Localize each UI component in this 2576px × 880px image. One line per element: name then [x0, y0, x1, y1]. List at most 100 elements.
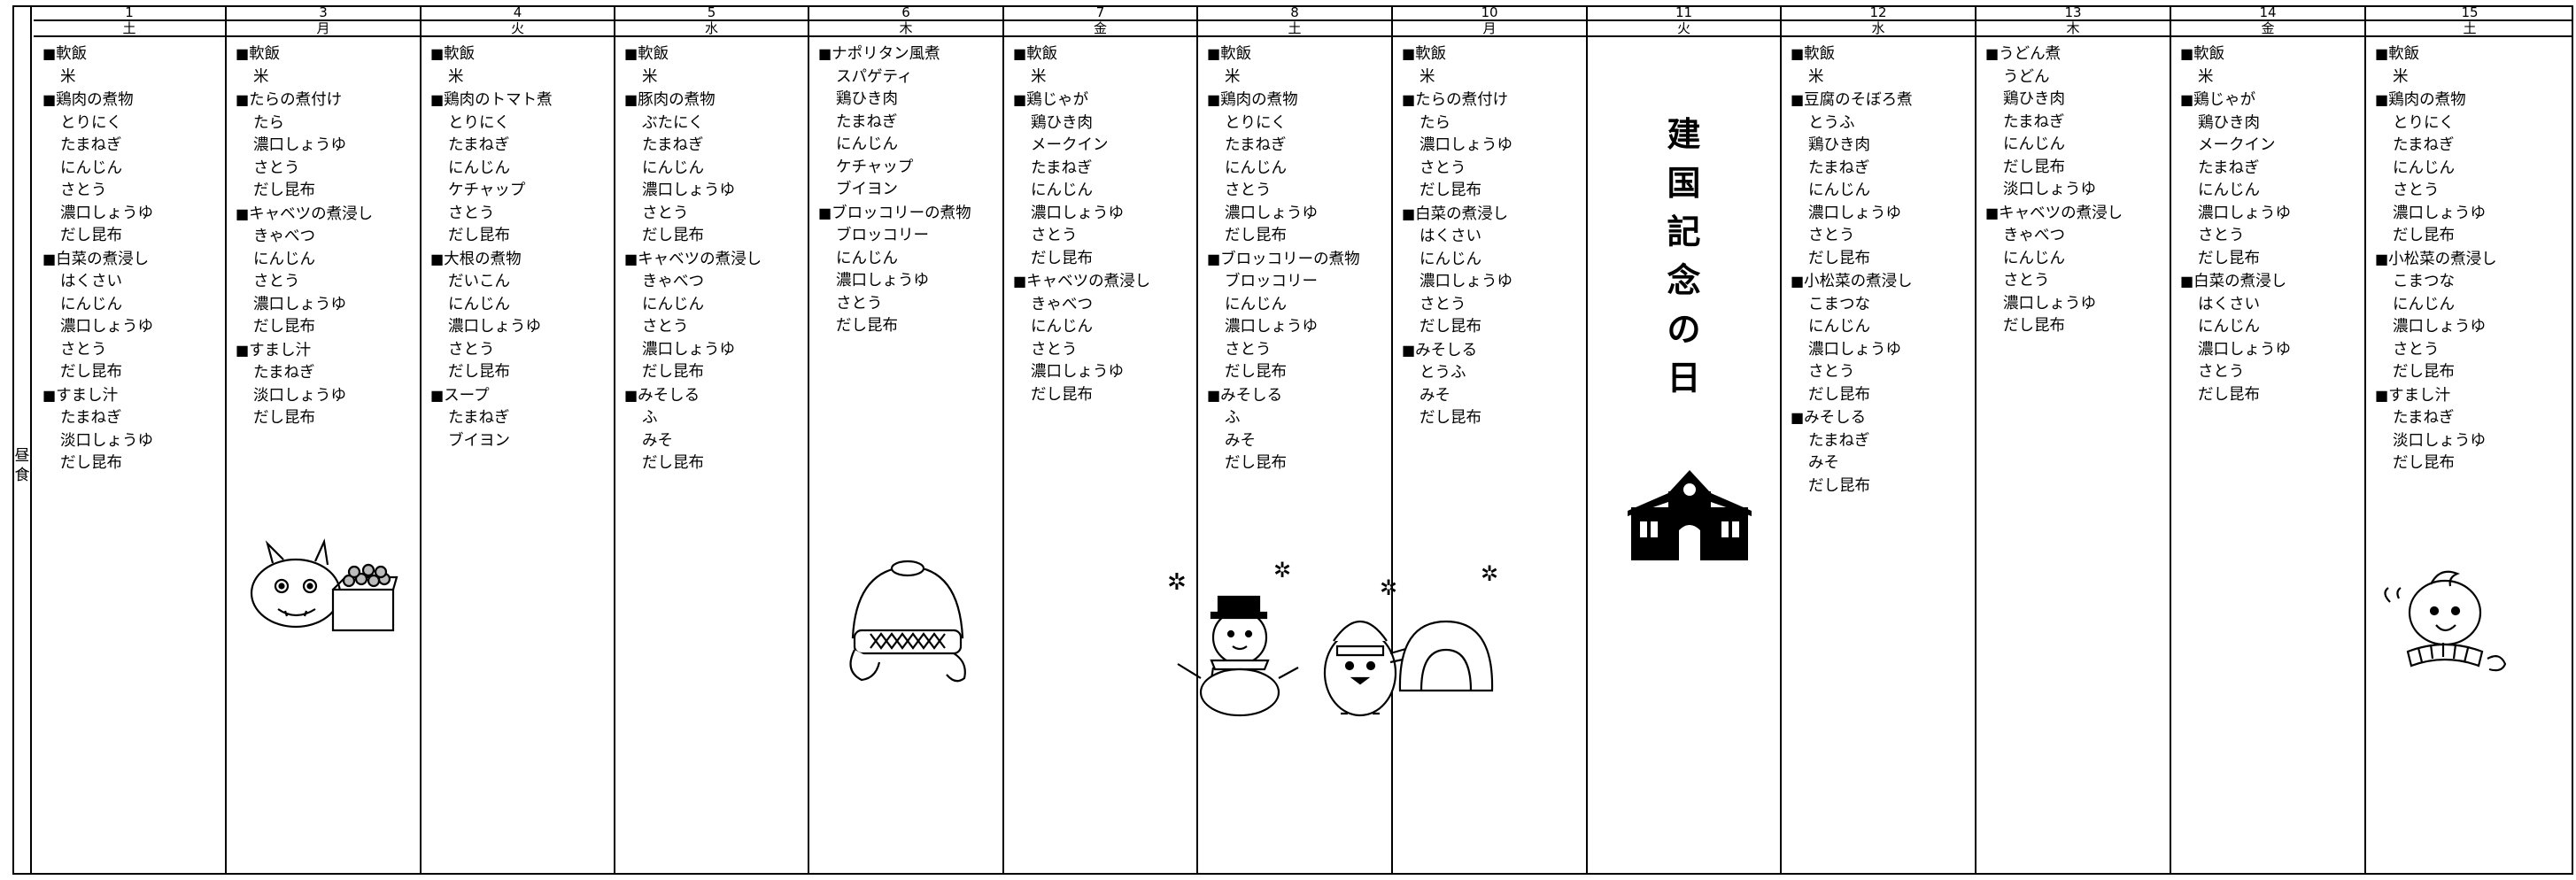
dish-label: 軟飯 — [2193, 45, 2225, 63]
date-number: 12 — [1782, 5, 1975, 21]
ingredient-label: だし昆布 — [642, 454, 704, 472]
ingredient-label: たまねぎ — [642, 136, 704, 154]
ingredient: とりにく — [2375, 112, 2573, 135]
dish-name: 白菜の煮浸し — [2180, 270, 2364, 294]
ingredient: 濃口しょうゆ — [2375, 203, 2573, 226]
ingredient: 鶏ひき肉 — [2180, 112, 2364, 135]
ingredient: 濃口しょうゆ — [624, 180, 808, 203]
ingredient: 鶏ひき肉 — [1791, 135, 1975, 158]
dish-label: 軟飯 — [249, 45, 281, 63]
ingredient-label: だし昆布 — [2393, 363, 2455, 381]
weekday: 土 — [2366, 21, 2573, 37]
dish-label: 鶏じゃが — [1026, 91, 1089, 109]
ingredient-label: さとう — [1031, 340, 1078, 359]
ingredient: 濃口しょうゆ — [818, 270, 1002, 293]
ingredient-label: 淡口しょうゆ — [253, 386, 346, 405]
weekday: 土 — [1198, 21, 1391, 37]
ingredient-label: 濃口しょうゆ — [642, 181, 735, 199]
ingredient: 濃口しょうゆ — [236, 294, 420, 317]
ingredient: 米 — [2180, 66, 2364, 89]
ingredient-label: たまねぎ — [2003, 112, 2065, 131]
ingredient: だし昆布 — [1791, 384, 1975, 407]
ingredient: だし昆布 — [2180, 248, 2364, 271]
dish-label: たらの煮付け — [1415, 91, 1509, 109]
ingredient: だし昆布 — [2375, 225, 2573, 248]
ingredient: 米 — [1013, 66, 1196, 89]
ingredient-label: だし昆布 — [253, 318, 315, 336]
ingredient-label: だし昆布 — [642, 363, 704, 381]
dish-name: 軟飯 — [430, 42, 614, 66]
school-building-icon — [1628, 470, 1752, 560]
ingredient: にんじん — [1791, 316, 1975, 339]
weekday: 土 — [34, 21, 225, 37]
ingredient: たまねぎ — [430, 135, 614, 158]
dish-label: みそしる — [1415, 341, 1478, 359]
ingredient: さとう — [1985, 270, 2170, 293]
ingredient-label: にんじん — [1808, 318, 1870, 336]
dish-name: 鶏じゃが — [1013, 89, 1196, 112]
dish-label: みそしる — [638, 386, 700, 405]
dish-name: ブロッコリーの煮物 — [1207, 248, 1391, 272]
ingredient: とうふ — [1402, 362, 1586, 385]
ingredient: にんじん — [1985, 134, 2170, 157]
ingredient-label: 濃口しょうゆ — [448, 318, 541, 336]
ingredient: ブイヨン — [818, 179, 1002, 202]
ingredient-label: だし昆布 — [60, 454, 122, 472]
ingredient-label: だし昆布 — [253, 409, 315, 427]
ingredient-label: 米 — [2198, 67, 2214, 86]
ingredient-label: とりにく — [2393, 113, 2455, 132]
ingredient-label: たら — [253, 113, 284, 132]
day-column: 13木うどん煮うどん鶏ひき肉たまねぎにんじんだし昆布淡口しょうゆキャベツの煮浸し… — [1976, 5, 2171, 875]
ingredient-label: メークイン — [1031, 136, 1109, 154]
ingredient-label: だし昆布 — [1225, 227, 1287, 244]
dish-label: すまし汁 — [2388, 386, 2451, 405]
ingredient-label: だし昆布 — [2198, 249, 2260, 267]
ingredient: にんじん — [2375, 294, 2573, 317]
knit-hat-illustration — [849, 560, 966, 683]
menu-list: 軟飯米たらの煮付けたら濃口しょうゆさとうだし昆布白菜の煮浸しはくさいにんじん濃口… — [1393, 37, 1586, 430]
dish-name: ブロッコリーの煮物 — [818, 202, 1002, 226]
ingredient: メークイン — [1013, 135, 1196, 158]
ingredient-label: だし昆布 — [1808, 249, 1870, 267]
ingredient-label: ブイヨン — [836, 181, 898, 198]
ingredient: さとう — [430, 203, 614, 226]
date-number: 5 — [615, 5, 808, 21]
ingredient-label: ブロッコリー — [836, 227, 929, 244]
date-number: 15 — [2366, 5, 2573, 21]
ingredient: さとう — [43, 339, 225, 362]
ingredient: 濃口しょうゆ — [1013, 203, 1196, 226]
weekday: 金 — [1004, 21, 1196, 37]
dish-name: たらの煮付け — [236, 89, 420, 112]
ingredient: だし昆布 — [1985, 157, 2170, 180]
ingredient: みそ — [1402, 385, 1586, 408]
dish-label: 軟飯 — [1804, 45, 1836, 63]
ingredient-label: こまつな — [2393, 273, 2455, 290]
menu-list: ナポリタン風煮スパゲティ鶏ひき肉たまねぎにんじんケチャップブイヨンブロッコリーの… — [809, 37, 1002, 338]
dish-label: 鶏肉の煮物 — [56, 91, 134, 109]
dish-name: 鶏肉の煮物 — [1207, 89, 1391, 112]
ingredient-label: とうふ — [1420, 364, 1466, 382]
ingredient-label: たまねぎ — [1808, 431, 1870, 450]
ingredient: にんじん — [430, 294, 614, 317]
date-number: 14 — [2171, 5, 2364, 21]
ingredient-label: たまねぎ — [1031, 158, 1093, 177]
ingredient-label: きゃべつ — [253, 228, 315, 245]
ingredient: さとう — [2375, 180, 2573, 203]
ingredient-label: たまねぎ — [60, 136, 122, 154]
svg-text:✲: ✲ — [1273, 558, 1291, 583]
weekday: 月 — [227, 21, 420, 37]
ingredient-label: うどん — [2003, 67, 2050, 86]
ingredient: きゃべつ — [1013, 294, 1196, 317]
svg-text:✲: ✲ — [1481, 561, 1498, 586]
dish-name: 豆腐のそぼろ煮 — [1791, 89, 1975, 112]
ingredient: にんじん — [430, 158, 614, 181]
dish-label: 軟飯 — [1026, 45, 1058, 63]
weekday: 水 — [615, 21, 808, 37]
ingredient: だし昆布 — [1791, 248, 1975, 271]
ingredient: 米 — [430, 66, 614, 89]
dish-name: キャベツの煮浸し — [236, 203, 420, 227]
svg-text:✲: ✲ — [1380, 575, 1397, 600]
menu-list: 軟飯米たらの煮付けたら濃口しょうゆさとうだし昆布キャベツの煮浸しきゃべつにんじん… — [227, 37, 420, 430]
ingredient-label: だし昆布 — [1420, 181, 1481, 199]
ingredient: 濃口しょうゆ — [2375, 316, 2573, 339]
